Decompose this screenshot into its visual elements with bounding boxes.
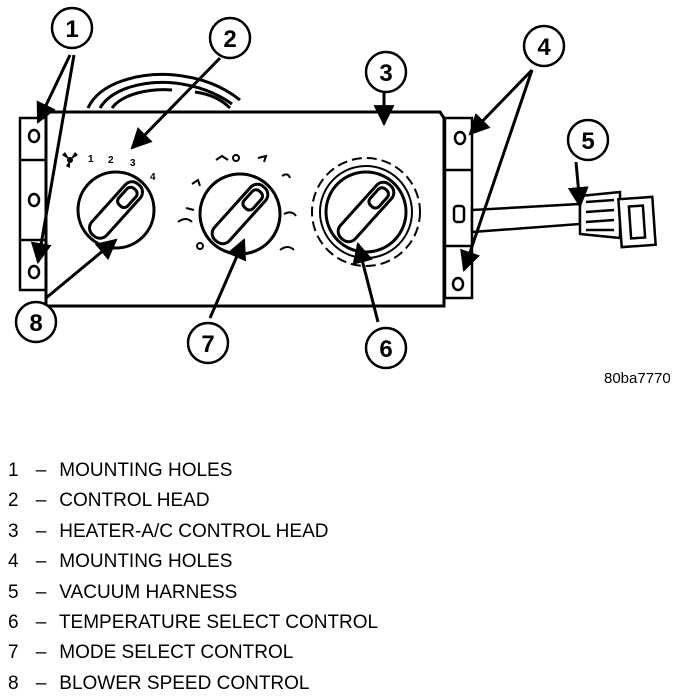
mounting-hole-icon (451, 276, 465, 292)
legend-dash: – (35, 611, 47, 633)
rear-wire-bundle (86, 73, 241, 110)
legend-item: 4– MOUNTING HOLES (8, 547, 678, 577)
blower-speed-knob[interactable] (76, 170, 156, 250)
legend-dash: – (35, 520, 47, 542)
legend-number: 3 (8, 520, 19, 542)
leader-arrows (30, 54, 589, 323)
mounting-hole-icon (453, 130, 467, 146)
legend-item: 2– CONTROL HEAD (8, 486, 678, 516)
legend-dash: – (35, 460, 47, 481)
mounting-hole-icon (27, 264, 41, 280)
legend-item: 7– MODE SELECT CONTROL (8, 638, 678, 668)
mounting-hole-icon (27, 128, 41, 144)
blower-mark-4: 4 (150, 172, 156, 183)
callout-number-3: 3 (379, 60, 392, 87)
mode-select-knob[interactable] (198, 172, 282, 256)
callout-6 (364, 326, 408, 370)
legend-number: 5 (8, 581, 19, 603)
legend-label: MODE SELECT CONTROL (59, 642, 294, 664)
callout-4 (522, 24, 566, 68)
legend-label: BLOWER SPEED CONTROL (59, 672, 310, 694)
legend-label: CONTROL HEAD (59, 490, 210, 512)
legend-dash: – (35, 581, 47, 603)
callout-number-4: 4 (537, 34, 551, 61)
fan-icon (62, 152, 78, 168)
legend-label: TEMPERATURE SELECT CONTROL (58, 611, 379, 633)
legend-dash: – (35, 490, 47, 512)
legend-number: 4 (8, 551, 19, 573)
callout-numbers: 1 2 3 4 5 6 7 8 (29, 16, 594, 363)
callout-number-7: 7 (201, 331, 214, 358)
legend-item: 3– HEATER-A/C CONTROL HEAD (8, 517, 678, 547)
legend-label: HEATER-A/C CONTROL HEAD (59, 520, 329, 542)
parts-legend: 1– MOUNTING HOLES 2– CONTROL HEAD 3– HEA… (8, 456, 678, 699)
callout-8 (14, 300, 58, 344)
figure-reference-code: 80ba7770 (604, 370, 671, 387)
blower-mark-1: 1 (88, 154, 94, 165)
legend-item: 5– VACUUM HARNESS (8, 578, 678, 608)
callout-1 (50, 6, 94, 50)
legend-number: 2 (8, 490, 19, 512)
blower-mark-2: 2 (108, 155, 114, 166)
legend-dash: – (35, 672, 47, 694)
legend-item: 8– BLOWER SPEED CONTROL (8, 669, 678, 699)
heater-ac-control-diagram: 1 2 3 4 5 6 7 8 1 2 3 4 (14, 6, 657, 370)
legend-item: 6– TEMPERATURE SELECT CONTROL (8, 608, 678, 638)
right-mounting-bracket (443, 116, 474, 300)
blower-mark-3: 3 (130, 158, 136, 169)
callout-5 (566, 118, 610, 162)
mounting-hole-icon (27, 192, 41, 208)
callout-number-8: 8 (29, 310, 42, 337)
callout-7 (186, 321, 230, 365)
callout-number-5: 5 (581, 128, 594, 155)
legend-number: 1 (8, 460, 19, 481)
legend-label: VACUUM HARNESS (59, 581, 238, 603)
vacuum-harness (470, 190, 657, 249)
legend-item: 1– MOUNTING HOLES (8, 456, 678, 486)
callout-number-1: 1 (65, 16, 78, 43)
legend-dash: – (35, 551, 47, 573)
legend-number: 8 (8, 672, 19, 694)
legend-label: MOUNTING HOLES (59, 551, 233, 573)
callout-circles (14, 6, 610, 370)
blower-speed-marks: 1 2 3 4 (88, 154, 156, 183)
callout-2 (208, 16, 252, 60)
callout-3 (364, 50, 408, 94)
temperature-select-knob[interactable] (324, 170, 408, 254)
legend-label: MOUNTING HOLES (59, 460, 233, 481)
legend-number: 7 (8, 642, 19, 664)
legend-dash: – (35, 642, 47, 664)
callout-number-6: 6 (379, 336, 392, 363)
legend-number: 6 (8, 611, 19, 633)
mode-symbol-icons (177, 154, 297, 251)
callout-number-2: 2 (223, 26, 236, 53)
left-mounting-bracket (18, 116, 48, 292)
